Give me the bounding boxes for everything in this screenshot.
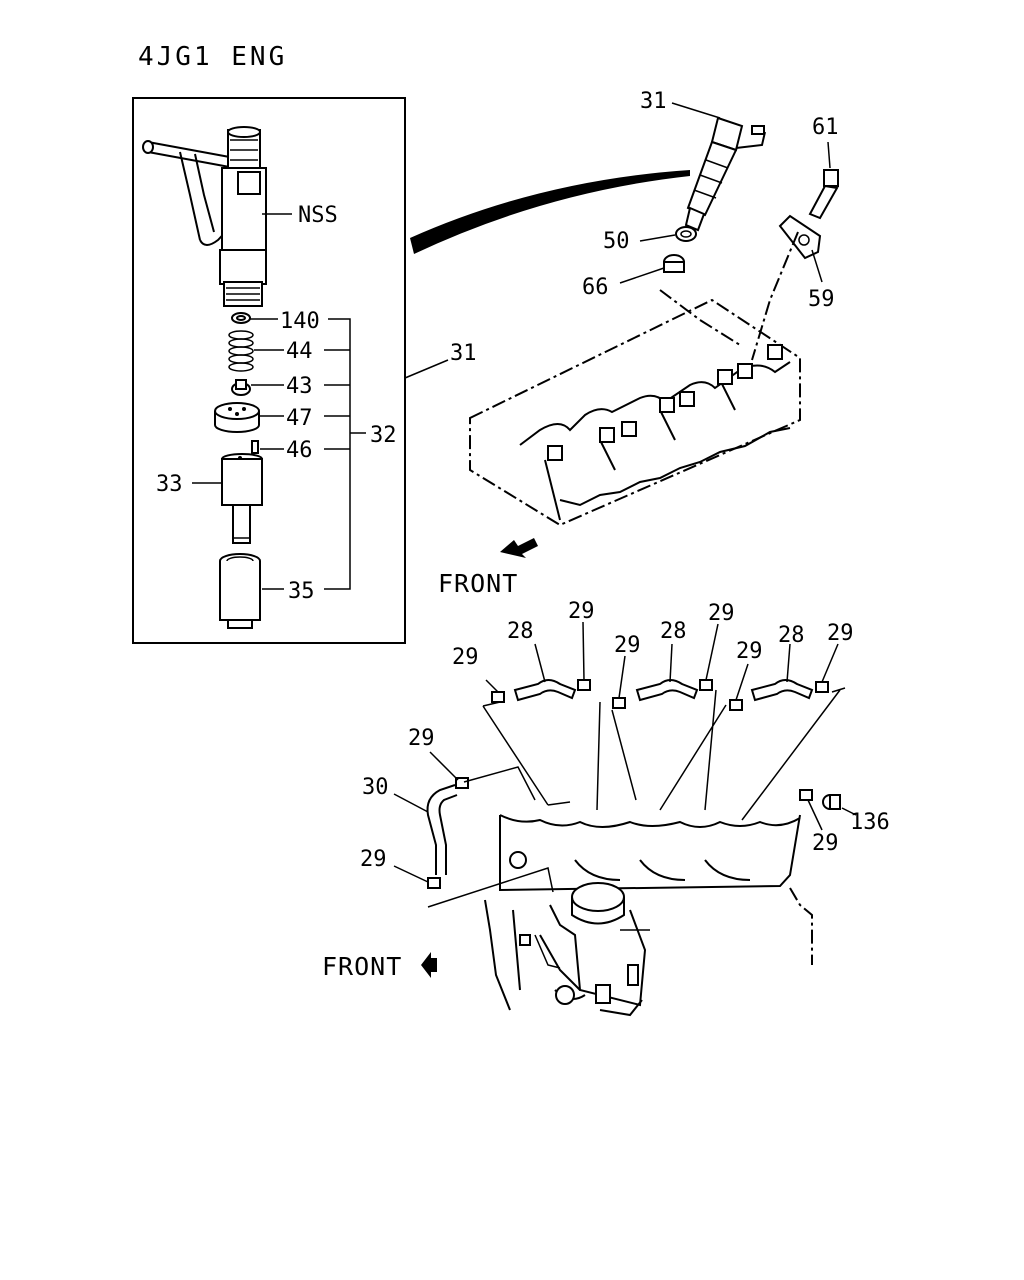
retaining-nut-35 xyxy=(219,553,261,629)
callout-66: 66 xyxy=(582,275,609,300)
inset-box xyxy=(132,97,406,644)
callout-33: 33 xyxy=(156,472,183,497)
leak-off-hoses xyxy=(513,679,814,702)
pin-46 xyxy=(251,440,259,454)
callout-29-i: 29 xyxy=(812,831,839,856)
hose-30 xyxy=(426,784,458,875)
inset-leaders xyxy=(192,213,449,590)
diagram-title: 4JG1 ENG xyxy=(138,42,287,72)
callout-136: 136 xyxy=(850,810,890,835)
callout-29-e: 29 xyxy=(736,639,763,664)
callout-31-box: 31 xyxy=(450,341,477,366)
front-arrow-upper xyxy=(500,538,538,558)
callout-35: 35 xyxy=(288,579,315,604)
plug-136 xyxy=(822,794,841,810)
callout-43: 43 xyxy=(286,374,313,399)
callout-30: 30 xyxy=(362,775,389,800)
callout-31-top: 31 xyxy=(640,89,667,114)
sleeve-66 xyxy=(663,254,685,273)
front-label-upper: FRONT xyxy=(438,569,518,598)
rocker-posts xyxy=(547,344,783,461)
spacer-47 xyxy=(214,402,260,433)
callout-61: 61 xyxy=(812,115,839,140)
washer-50 xyxy=(675,226,697,242)
callout-44: 44 xyxy=(286,339,313,364)
bolt-61 xyxy=(808,169,839,220)
callout-29-g: 29 xyxy=(408,726,435,751)
spring-44 xyxy=(228,330,254,372)
callout-nss: NSS xyxy=(298,203,338,228)
hose-clips-29 xyxy=(427,679,829,889)
callout-29-c: 29 xyxy=(614,633,641,658)
lower-leaders xyxy=(393,621,857,883)
callout-28-c: 28 xyxy=(778,623,805,648)
cylinder-head-drawing xyxy=(469,298,801,527)
callout-28-a: 28 xyxy=(507,619,534,644)
clamp-59 xyxy=(778,214,822,260)
callout-29-f: 29 xyxy=(827,621,854,646)
callout-32: 32 xyxy=(370,423,397,448)
callout-29-a: 29 xyxy=(452,645,479,670)
callout-29-h: 29 xyxy=(360,847,387,872)
pointer-arrow xyxy=(410,170,690,254)
callout-59: 59 xyxy=(808,287,835,312)
callout-28-b: 28 xyxy=(660,619,687,644)
injector-nozzle-holder-drawing xyxy=(142,126,267,307)
callout-29-b: 29 xyxy=(568,599,595,624)
callout-140: 140 xyxy=(280,309,320,334)
callout-47: 47 xyxy=(286,406,313,431)
callout-29-d: 29 xyxy=(708,601,735,626)
nozzle-33 xyxy=(221,453,263,544)
hose-guide-lines xyxy=(427,687,846,908)
front-arrow-lower xyxy=(421,952,437,978)
injector-31-drawing xyxy=(684,116,766,232)
engine-block-drawing xyxy=(484,814,813,1011)
injection-pump-drawing xyxy=(519,882,650,1017)
shim-washer-140 xyxy=(231,312,251,324)
callout-46: 46 xyxy=(286,438,313,463)
spring-seat-43 xyxy=(231,379,251,396)
callout-50: 50 xyxy=(603,229,630,254)
front-label-lower: FRONT xyxy=(322,952,402,981)
